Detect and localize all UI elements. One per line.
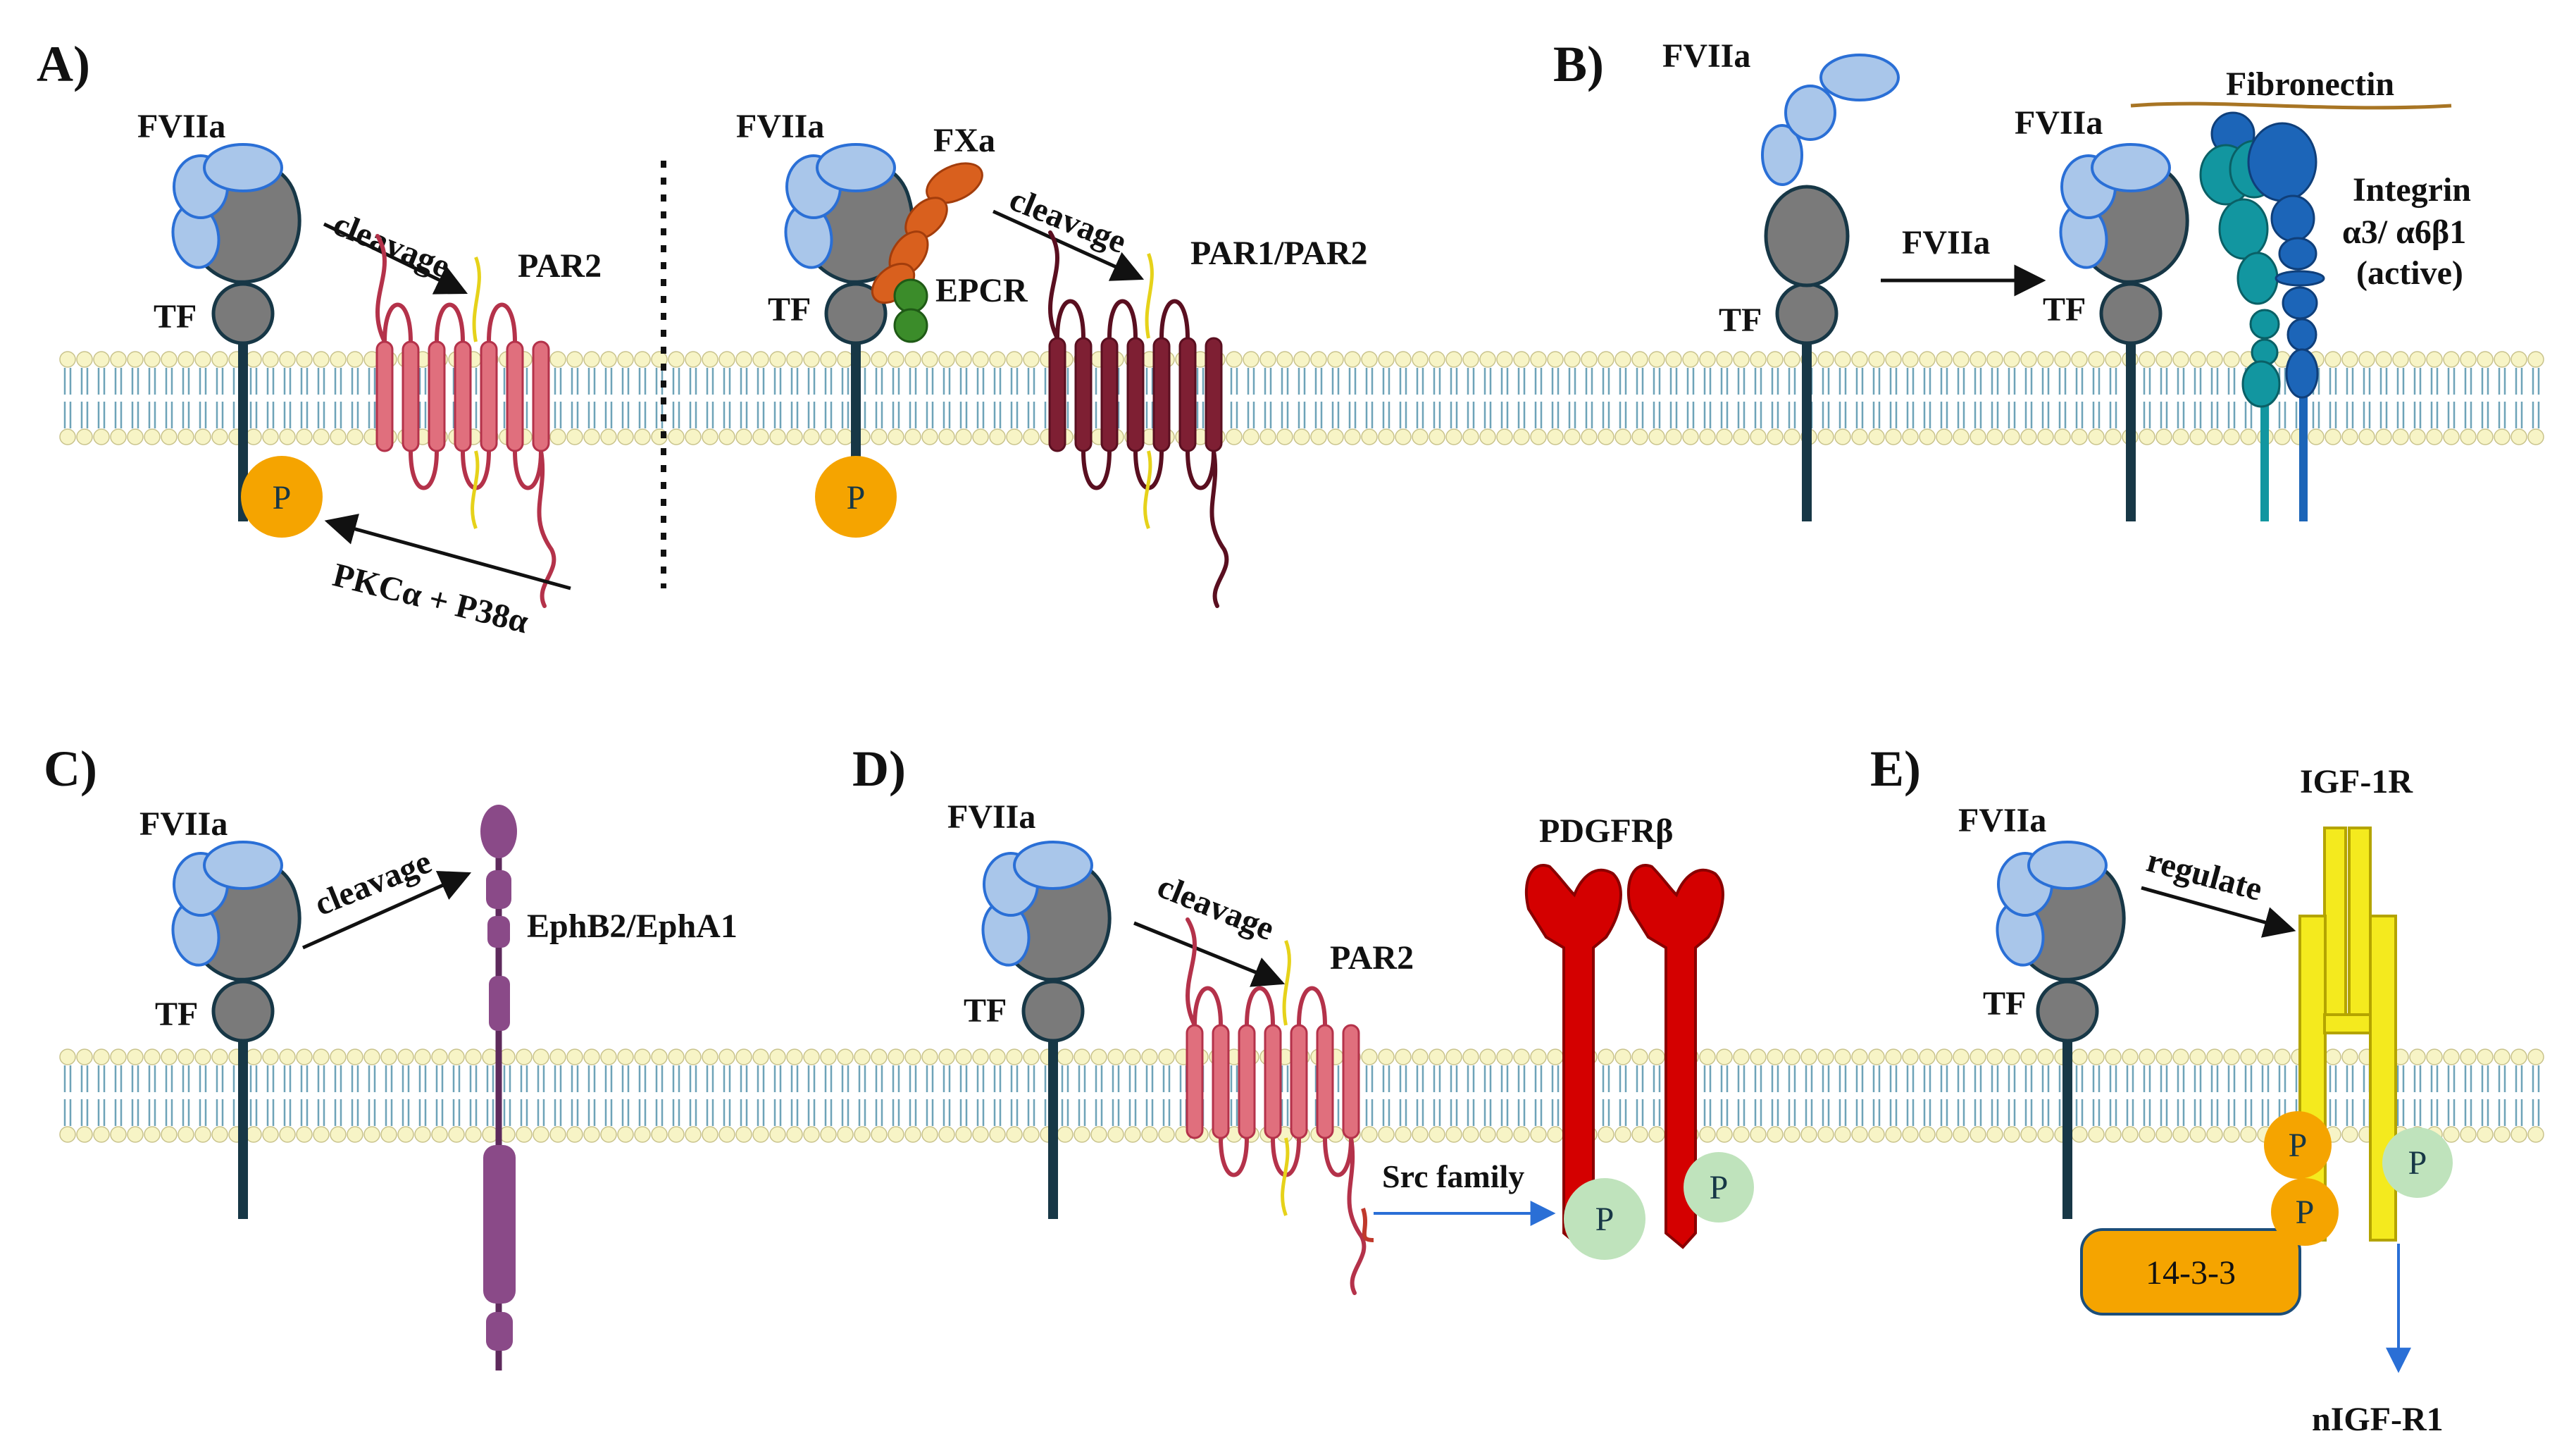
kinase-arrow-a: [324, 514, 571, 590]
tf-fviia-complex-d: [981, 841, 1112, 1219]
igf1r-label: IGF-1R: [2300, 763, 2413, 800]
cleavage-arrow-a2: [992, 209, 1145, 281]
panel-label-d: D): [852, 741, 906, 797]
integrin-label-2: α3/ α6β1: [2342, 214, 2466, 251]
tf-fviia-fxa-complex-a2: [784, 143, 983, 538]
tf-label-b1: TF: [1719, 302, 1762, 339]
fviia-label-e: FVIIa: [1958, 802, 2046, 839]
cleavage-label-a1: cleavage: [328, 205, 455, 285]
epcr-label: EPCR: [935, 272, 1028, 309]
phospho-e2: [2271, 1178, 2339, 1246]
free-fviia: [1761, 54, 1900, 186]
tf-label-e: TF: [1983, 985, 2026, 1022]
tf-b1: [1764, 185, 1850, 521]
tf-label-c: TF: [155, 996, 198, 1033]
phospho-group-a1: P: [241, 456, 323, 538]
fviia-bound-label: FVIIa: [2015, 104, 2103, 142]
adapter-14-3-3: [2080, 1228, 2301, 1316]
tf-fviia-complex-e: [1996, 841, 2126, 1219]
eph-receptor: [480, 805, 517, 1370]
tf-label-d: TF: [964, 992, 1007, 1029]
tf-fviia-complex-c: [171, 841, 301, 1219]
par1-par2-label: PAR1/PAR2: [1190, 235, 1368, 272]
panel-label-e: E): [1870, 741, 1921, 797]
pdgfr-label: PDGFRβ: [1539, 812, 1674, 850]
panel-label-c: C): [44, 741, 97, 797]
fviia-label-d: FVIIa: [947, 798, 1035, 836]
fviia-label-a2: FVIIa: [736, 108, 824, 145]
tf-label-a1: TF: [154, 298, 197, 335]
phospho-d2: [1684, 1152, 1754, 1223]
phospho-label-a2: P: [847, 479, 866, 516]
phospho-label-d2: P: [1710, 1169, 1729, 1206]
phospho-d1: [1564, 1178, 1645, 1260]
cleavage-arrow-c: [301, 870, 472, 950]
phospho-label-e2: P: [2296, 1194, 2315, 1231]
cleavage-label-d: cleavage: [1152, 867, 1279, 948]
fviia-label-c: FVIIa: [139, 805, 228, 843]
fxa-label: FXa: [933, 122, 995, 159]
svg-text:P: P: [273, 479, 292, 516]
integrin-label-1: Integrin: [2353, 171, 2471, 209]
regulate-arrow: [2141, 886, 2296, 938]
phospho-label-e3: P: [2408, 1144, 2427, 1182]
phospho-e1: [2264, 1111, 2332, 1179]
fibronectin-fiber: [2130, 101, 2452, 110]
phospho-label-e1: P: [2289, 1127, 2308, 1164]
regulate-label: regulate: [2143, 841, 2266, 908]
integrin-label-3: (active): [2356, 254, 2463, 292]
par2-receptor-d: [1186, 917, 1367, 1295]
phospho-e3: [2382, 1127, 2453, 1198]
pdgfr-beta-dimer: [1524, 864, 1724, 1249]
par2-label-a: PAR2: [518, 247, 602, 285]
fviia-arrow-label: FVIIa: [1902, 224, 1990, 261]
cleavage-label-c: cleavage: [309, 843, 436, 923]
fibronectin-label: Fibronectin: [2226, 66, 2394, 103]
eph-label: EphB2/EphA1: [527, 908, 738, 945]
tf-fviia-complex-b2: [2059, 143, 2189, 521]
panel-label-a: A): [37, 36, 90, 92]
tf-label-b2: TF: [2043, 291, 2086, 328]
fviia-label-a1: FVIIa: [137, 108, 225, 145]
tf-label-a2: TF: [768, 291, 811, 328]
cleavage-arrow-d: [1133, 921, 1286, 987]
par1-par2-receptors: [1048, 230, 1229, 608]
adapter-label: 14-3-3: [2146, 1254, 2236, 1292]
src-family-label: Src family: [1382, 1158, 1524, 1194]
panel-label-b: B): [1553, 36, 1604, 92]
fviia-free-label: FVIIa: [1662, 37, 1750, 75]
nuclear-igf1r-label: nIGF-R1: [2312, 1401, 2444, 1438]
cleavage-arrow-a1: [323, 222, 468, 295]
igf1r-receptor: [2298, 827, 2397, 1242]
par2-receptor-a: [375, 234, 556, 608]
cleavage-label-a2: cleavage: [1004, 180, 1131, 261]
integrin-heterodimer: [2199, 111, 2325, 521]
phospho-label-d1: P: [1595, 1201, 1614, 1238]
par2-label-d: PAR2: [1330, 939, 1414, 977]
